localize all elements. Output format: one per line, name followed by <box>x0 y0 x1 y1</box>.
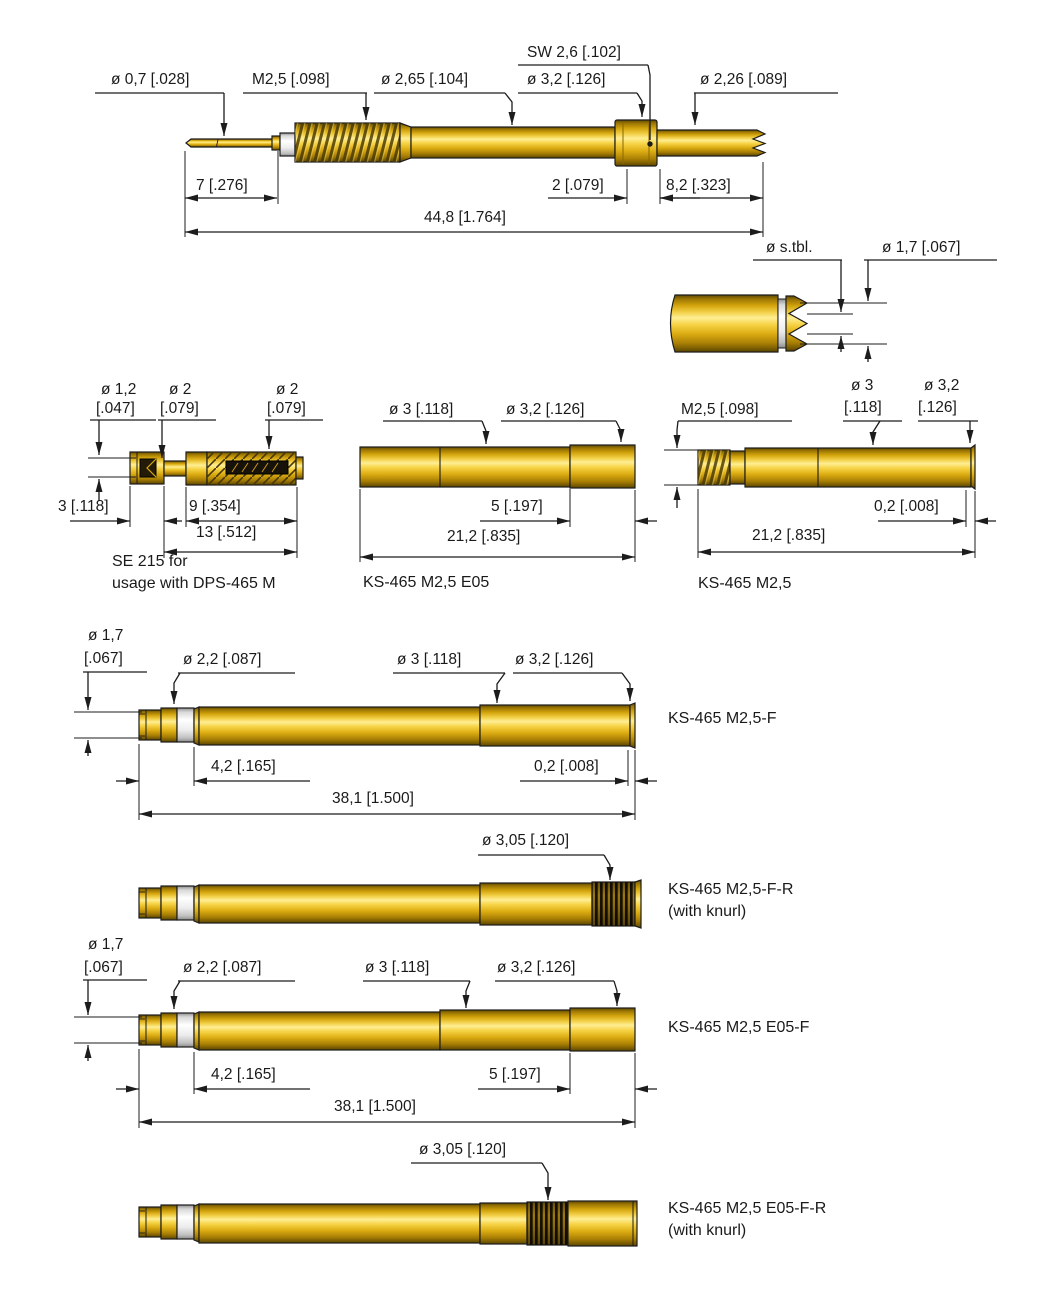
e05-body <box>359 444 636 489</box>
dim-e05f-dia3: ø 3 [.118] <box>365 959 430 976</box>
dim-m25-total: 21,2 [.835] <box>752 527 826 544</box>
dim-e05-dia3: ø 3 [.118] <box>389 401 454 418</box>
crown-detail-dims <box>753 259 997 362</box>
f-body <box>138 702 636 749</box>
dim-e05f-dia17b: [.067] <box>84 959 123 976</box>
dim-se215-body: ø 2 <box>276 381 299 398</box>
e05fr-body <box>138 1200 638 1247</box>
caption-f: KS-465 M2,5-F <box>668 710 777 727</box>
dim-f-dia32: ø 3,2 [.126] <box>515 651 594 668</box>
dim-e05f-dia32: ø 3,2 [.126] <box>497 959 576 976</box>
main-probe-dims <box>95 64 838 237</box>
dim-crown-plunger-diameter: ø 1,7 [.067] <box>882 239 961 256</box>
dim-se215-body-length: 9 [.354] <box>189 498 241 515</box>
dim-e05-dia32: ø 3,2 [.126] <box>506 401 585 418</box>
dim-f-total: 38,1 [1.500] <box>332 790 414 807</box>
caption-e05fr-2: (with knurl) <box>668 1222 747 1239</box>
dim-e05f-dia22: ø 2,2 [.087] <box>183 959 262 976</box>
caption-se215-line2: usage with DPS-465 M <box>112 575 276 592</box>
m25-dims <box>664 420 996 558</box>
caption-fr-2: (with knurl) <box>668 903 747 920</box>
serrated-terminal <box>656 129 767 157</box>
caption-e05f: KS-465 M2,5 E05-F <box>668 1019 810 1036</box>
dim-e05f-len42: 4,2 [.165] <box>211 1066 276 1083</box>
dim-e05fr-dia305: ø 3,05 [.120] <box>419 1141 507 1158</box>
dim-m25-thread: M2,5 [.098] <box>681 401 759 418</box>
e05fr-dims <box>411 1162 552 1200</box>
dim-f-dia17a: ø 1,7 <box>88 627 124 644</box>
dim-barrel-diameter: ø 2,65 [.104] <box>381 71 469 88</box>
dim-tip-length: 7 [.276] <box>196 177 248 194</box>
dim-se215-front-length: 3 [.118] <box>58 498 109 515</box>
dim-e05f-total: 38,1 [1.500] <box>334 1098 416 1115</box>
dim-m25-dia3a: ø 3 <box>851 377 874 394</box>
e05-dims <box>359 420 657 562</box>
crown-detail-body <box>669 294 809 353</box>
fr-body <box>138 879 642 929</box>
dim-hex-width: SW 2,6 [.102] <box>527 44 621 61</box>
dim-crown-table-diameter: ø s.tbl. <box>766 239 813 256</box>
dim-se215-body-in: [.079] <box>267 400 306 417</box>
dim-thread: M2,5 [.098] <box>252 71 330 88</box>
e05f-body <box>138 1007 636 1052</box>
dim-e05-total: 21,2 [.835] <box>447 528 521 545</box>
crown-teeth <box>785 295 809 352</box>
dim-m25-dia32a: ø 3,2 <box>924 377 960 394</box>
dim-m25-len02: 0,2 [.008] <box>874 498 939 515</box>
se215-body <box>129 451 304 486</box>
f-dims <box>74 671 657 820</box>
caption-e05: KS-465 M2,5 E05 <box>363 574 490 591</box>
dim-flange-diameter: ø 3,2 [.126] <box>527 71 606 88</box>
dim-terminal-length: 8,2 [.323] <box>666 177 731 194</box>
dim-f-dia17b: [.067] <box>84 650 123 667</box>
caption-e05fr: KS-465 M2,5 E05-F-R <box>668 1200 827 1217</box>
m25-body <box>697 443 976 491</box>
dim-e05f-dia17a: ø 1,7 <box>88 936 124 953</box>
caption-se215-line1: SE 215 for <box>112 553 188 570</box>
dim-total-length: 44,8 [1.764] <box>424 209 506 226</box>
fr-dims <box>478 854 614 880</box>
dim-f-dia3: ø 3 [.118] <box>397 651 462 668</box>
se215-dims <box>70 419 323 558</box>
dim-terminal-diameter: ø 2,26 [.089] <box>700 71 788 88</box>
main-probe-body <box>185 119 767 167</box>
dim-tip-diameter: ø 0,7 [.028] <box>111 71 190 88</box>
dim-f-len42: 4,2 [.165] <box>211 758 276 775</box>
e05f-dims <box>74 979 657 1128</box>
dim-se215-neck: ø 2 <box>169 381 192 398</box>
dim-se215-total-length: 13 [.512] <box>196 524 257 541</box>
dim-se215-bore: ø 1,2 <box>101 381 137 398</box>
dim-se215-bore-in: [.047] <box>96 400 135 417</box>
dim-flange-length: 2 [.079] <box>552 177 604 194</box>
dim-se215-neck-in: [.079] <box>160 400 199 417</box>
dim-e05-len5: 5 [.197] <box>491 498 543 515</box>
dim-f-len02: 0,2 [.008] <box>534 758 599 775</box>
caption-fr: KS-465 M2,5-F-R <box>668 881 794 898</box>
dim-f-dia22: ø 2,2 [.087] <box>183 651 262 668</box>
dim-m25-dia3b: [.118] <box>844 399 882 416</box>
caption-m25: KS-465 M2,5 <box>698 575 792 592</box>
dim-fr-dia305: ø 3,05 [.120] <box>482 832 570 849</box>
dim-e05f-len5: 5 [.197] <box>489 1066 541 1083</box>
dim-m25-dia32b: [.126] <box>918 399 957 416</box>
